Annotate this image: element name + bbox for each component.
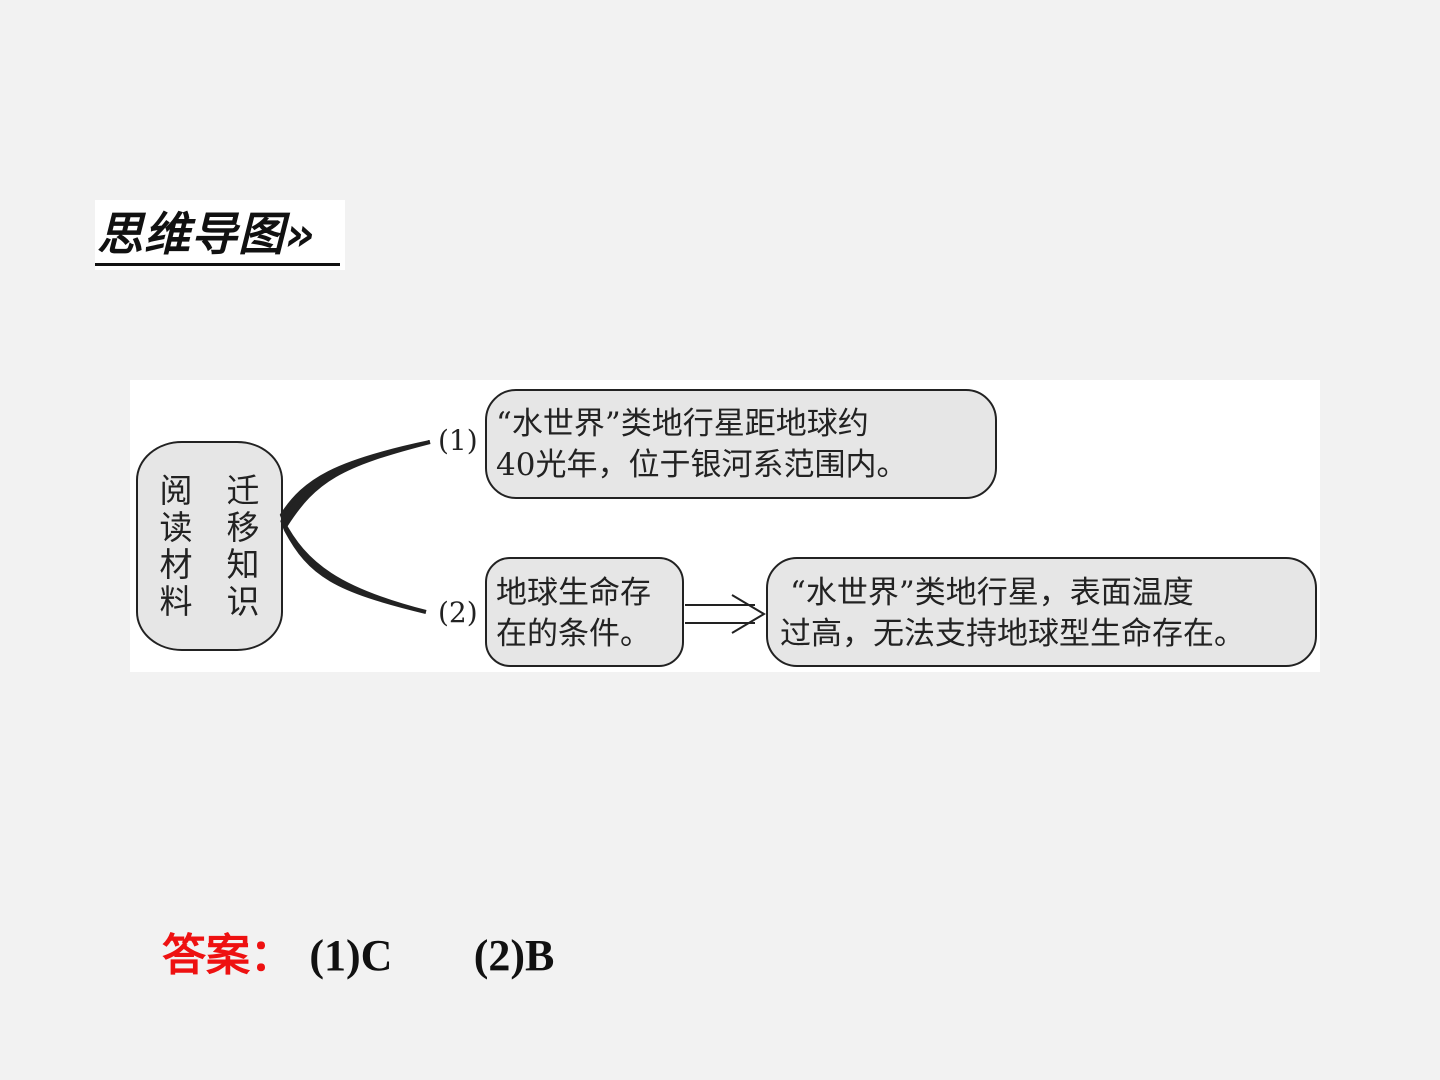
- conclusion-text-line2: 过高，无法支持地球型生命存在。: [780, 616, 1245, 652]
- answer-label: 答案：: [162, 930, 294, 981]
- center-right-column: 迁移知识: [226, 471, 260, 621]
- center-left-column: 阅读材料: [159, 471, 193, 621]
- heading-underline: [95, 263, 340, 266]
- section-heading: 思维导图»: [95, 200, 345, 270]
- branch-curve-lower: [280, 519, 427, 614]
- conclusion-box-shape: [766, 557, 1317, 667]
- branch1-text-line1: “水世界”类地行星距地球约: [496, 406, 869, 442]
- answer-value-2: (2)B: [473, 931, 555, 980]
- center-node-shape: [136, 441, 283, 651]
- branch1-label: (1): [438, 424, 478, 457]
- branch2-box-shape: [485, 557, 684, 667]
- answer-value-1: (1)C: [309, 931, 393, 980]
- conclusion-text-line1: “水世界”类地行星，表面温度: [790, 575, 1194, 611]
- branch2-text-line1: 地球生命存: [496, 575, 651, 611]
- double-chevron-icon: »: [285, 207, 316, 261]
- branch2-label: (2): [438, 596, 478, 629]
- heading-title: 思维导图»: [97, 207, 316, 261]
- branch2-text-line2: 在的条件。: [496, 616, 651, 652]
- branch-curve-upper: [279, 440, 431, 530]
- branch1-box-shape: [485, 389, 997, 499]
- mind-map-lines: [136, 389, 1317, 667]
- answer-line: 答案： (1)C (2)B: [162, 926, 554, 986]
- mind-map-diagram: 阅读材料 迁移知识 (1) (2) “水世界”类地行星距地球约 40光年，位于银…: [130, 380, 1320, 672]
- branch1-text-line2: 40光年，位于银河系范围内。: [496, 447, 908, 483]
- arrow-head: [731, 594, 766, 634]
